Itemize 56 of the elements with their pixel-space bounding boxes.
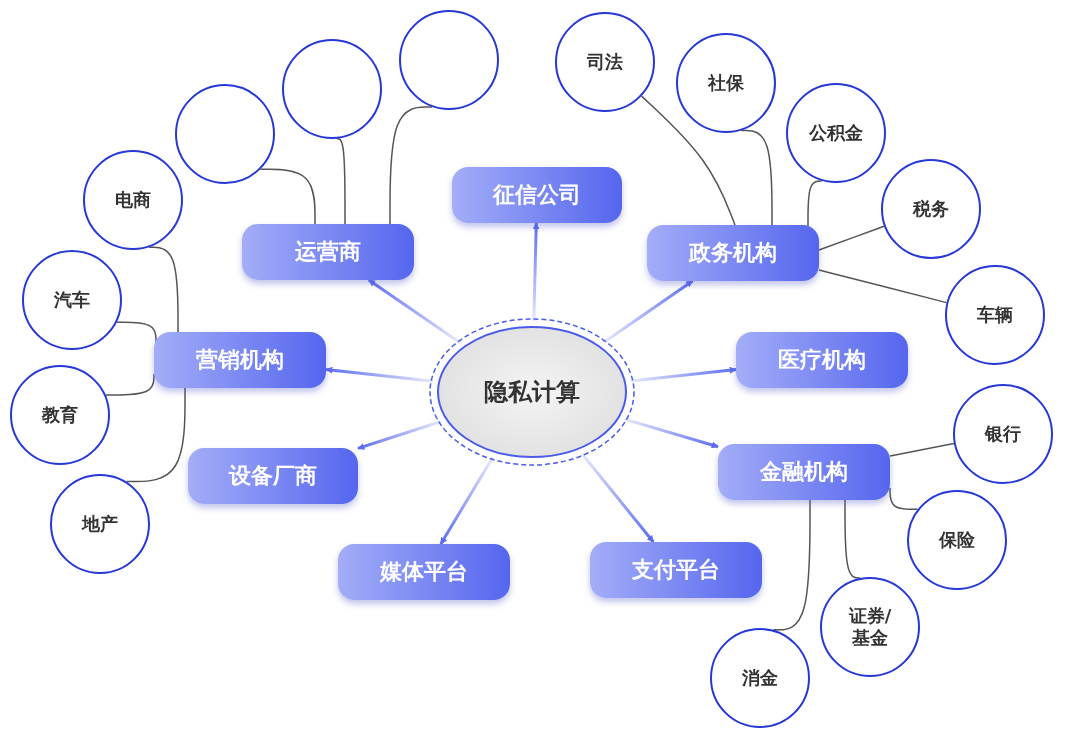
node-label: 电商 [115,189,151,211]
node-label: 教育 [42,404,78,426]
category-pill [154,332,326,388]
category-pill [452,167,622,223]
node-label: 社保 [708,72,744,94]
category-pill [188,448,358,504]
connector-line [148,246,179,333]
arrow [532,222,540,322]
arrow [602,279,694,344]
arrow [630,366,737,383]
node-label: 营销机构 [196,346,284,374]
connector-line [259,168,316,225]
connector-line [389,106,433,225]
central-ellipse [428,317,636,467]
connector-line [818,225,885,251]
node-label: 地产 [82,513,118,535]
connector-line [818,269,948,304]
category-pill [718,444,890,500]
node-label: 消金 [742,667,778,689]
node-label: 证券/基金 [847,605,893,649]
node-label: 医疗机构 [778,346,866,374]
category-pill [647,225,819,281]
node-label: 公积金 [809,122,863,144]
node-label: 保险 [939,529,975,551]
connector-line [640,95,736,226]
arrow [357,420,442,450]
connector-line [772,499,811,631]
connector-line [336,138,346,225]
connector-line [889,487,919,511]
node-label: 媒体平台 [380,558,468,586]
node-label: 车辆 [977,304,1013,326]
node-label: 征信公司 [493,181,581,209]
arrow [367,278,461,344]
node-label: 支付平台 [632,556,720,584]
category-pill [242,224,414,280]
node-label: 金融机构 [760,458,848,486]
connector-line [740,129,773,226]
node-label: 银行 [985,423,1021,445]
arrow [580,452,655,543]
node-label: 汽车 [54,289,90,311]
node-label: 运营商 [295,238,361,266]
node-label: 设备厂商 [229,462,317,490]
connector-line [889,442,955,457]
node-label: 隐私计算 [484,377,580,407]
node-label: 政务机构 [689,239,777,267]
arrow [439,456,495,545]
connector-line [125,387,186,483]
arrow [325,366,434,383]
category-pill [736,332,908,388]
connector-line [807,180,823,228]
category-pill [338,544,510,600]
arrow [623,417,719,449]
node-label: 司法 [587,51,623,73]
category-pill [590,542,762,598]
node-label: 税务 [913,198,949,220]
connector-line [844,499,862,579]
